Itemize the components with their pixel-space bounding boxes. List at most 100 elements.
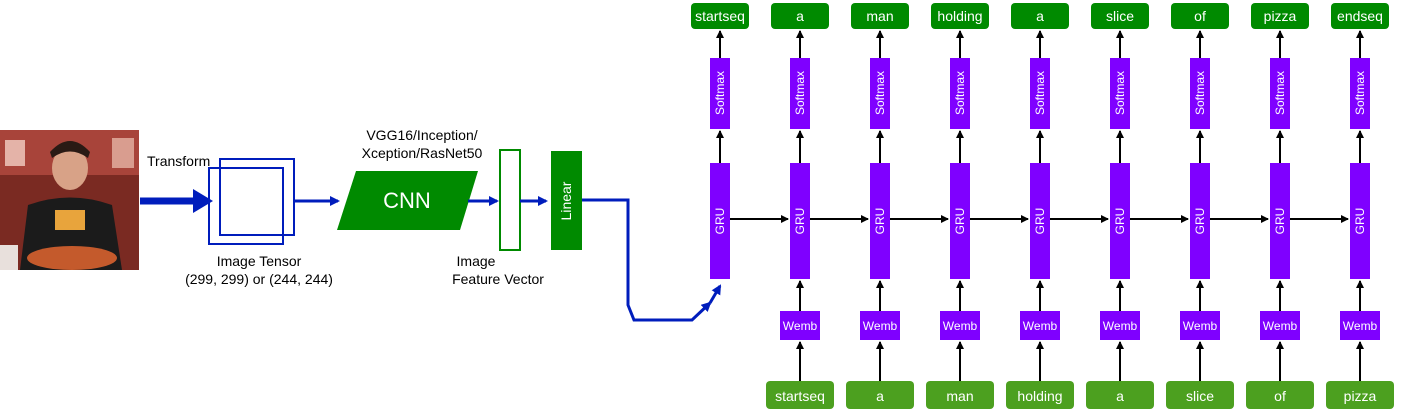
output-token-box xyxy=(771,3,829,29)
output-token-label: a xyxy=(1036,8,1044,24)
transform-label: Transform xyxy=(147,153,210,169)
output-token-label: endseq xyxy=(1337,8,1383,24)
input-token-label: a xyxy=(876,388,884,404)
linear-block xyxy=(551,151,582,250)
gru-label: GRU xyxy=(953,208,967,235)
image-tensor-size-label: (299, 299) or (244, 244) xyxy=(185,271,333,287)
softmax-label: Softmax xyxy=(713,71,727,115)
wemb-label: Wemb xyxy=(1343,319,1378,333)
gru-block xyxy=(1350,163,1370,279)
input-token-box xyxy=(1326,381,1394,409)
softmax-label: Softmax xyxy=(873,71,887,115)
wemb-block xyxy=(1020,311,1060,340)
wemb-label: Wemb xyxy=(1183,319,1218,333)
wemb-block xyxy=(860,311,900,340)
wemb-label: Wemb xyxy=(1023,319,1058,333)
input-token-label: pizza xyxy=(1344,388,1377,404)
gru-block xyxy=(1270,163,1290,279)
input-token-box xyxy=(1086,381,1154,409)
wemb-label: Wemb xyxy=(943,319,978,333)
softmax-block xyxy=(870,58,890,129)
gru-label: GRU xyxy=(1033,208,1047,235)
wemb-label: Wemb xyxy=(1263,319,1298,333)
gru-label: GRU xyxy=(873,208,887,235)
feature-vector-label1: Image xyxy=(457,253,496,269)
input-photo xyxy=(0,130,139,270)
input-token-label: startseq xyxy=(775,388,825,404)
softmax-label: Softmax xyxy=(953,71,967,115)
wemb-label: Wemb xyxy=(1103,319,1138,333)
softmax-block xyxy=(1110,58,1130,129)
linear-to-gru-arrow xyxy=(582,198,712,322)
linear-label: Linear xyxy=(558,181,574,220)
output-token-box xyxy=(851,3,909,29)
output-token-label: a xyxy=(796,8,804,24)
gru-decoder: startseqSoftmaxGRUaSoftmaxGRUWembstartse… xyxy=(691,3,1394,409)
output-token-box xyxy=(691,3,749,29)
gru-block xyxy=(1030,163,1050,279)
input-token-box xyxy=(846,381,914,409)
gru-block xyxy=(870,163,890,279)
softmax-label: Softmax xyxy=(1193,71,1207,115)
softmax-label: Softmax xyxy=(1273,71,1287,115)
output-token-label: holding xyxy=(937,8,982,24)
output-token-box xyxy=(1091,3,1149,29)
gru-label: GRU xyxy=(713,208,727,235)
input-token-box xyxy=(766,381,834,409)
input-token-label: slice xyxy=(1186,388,1214,404)
wemb-label: Wemb xyxy=(863,319,898,333)
input-token-box xyxy=(926,381,994,409)
input-token-label: a xyxy=(1116,388,1124,404)
image-tensor-label: Image Tensor xyxy=(217,253,302,269)
softmax-block xyxy=(790,58,810,129)
wemb-block xyxy=(1340,311,1380,340)
wemb-block xyxy=(1260,311,1300,340)
gru-block xyxy=(790,163,810,279)
gru-block xyxy=(1190,163,1210,279)
gru-block xyxy=(950,163,970,279)
output-token-box xyxy=(1331,3,1389,29)
wemb-block xyxy=(940,311,980,340)
input-token-label: holding xyxy=(1017,388,1062,404)
output-token-box xyxy=(1011,3,1069,29)
gru-label: GRU xyxy=(1353,208,1367,235)
image-tensor-back xyxy=(208,167,284,245)
cnn-label: CNN xyxy=(383,188,431,213)
cnn-block xyxy=(337,171,478,230)
gru-label: GRU xyxy=(1273,208,1287,235)
output-token-label: pizza xyxy=(1264,8,1297,24)
wemb-block xyxy=(1100,311,1140,340)
softmax-block xyxy=(950,58,970,129)
softmax-block xyxy=(1030,58,1050,129)
cnn-variants-line1: VGG16/Inception/ xyxy=(366,127,477,143)
softmax-block xyxy=(710,58,730,129)
input-token-box xyxy=(1166,381,1234,409)
softmax-block xyxy=(1350,58,1370,129)
output-token-box xyxy=(1251,3,1309,29)
softmax-label: Softmax xyxy=(793,71,807,115)
cnn-variants-line2: Xception/RasNet50 xyxy=(362,145,483,161)
output-token-label: of xyxy=(1194,8,1206,24)
wemb-block xyxy=(1180,311,1220,340)
gru-block xyxy=(710,163,730,279)
gru-label: GRU xyxy=(1193,208,1207,235)
output-token-label: startseq xyxy=(695,8,745,24)
wemb-label: Wemb xyxy=(783,319,818,333)
input-token-box xyxy=(1246,381,1314,409)
gru-label: GRU xyxy=(1113,208,1127,235)
output-token-label: slice xyxy=(1106,8,1134,24)
wemb-block xyxy=(780,311,820,340)
softmax-label: Softmax xyxy=(1113,71,1127,115)
feature-vector xyxy=(499,149,521,251)
feature-vector-label2: Feature Vector xyxy=(452,271,544,287)
input-token-label: man xyxy=(946,388,973,404)
output-token-box xyxy=(931,3,989,29)
input-token-box xyxy=(1006,381,1074,409)
output-token-box xyxy=(1171,3,1229,29)
softmax-block xyxy=(1190,58,1210,129)
output-token-label: man xyxy=(866,8,893,24)
softmax-block xyxy=(1270,58,1290,129)
gru-block xyxy=(1110,163,1130,279)
image-tensor-front xyxy=(219,158,295,236)
